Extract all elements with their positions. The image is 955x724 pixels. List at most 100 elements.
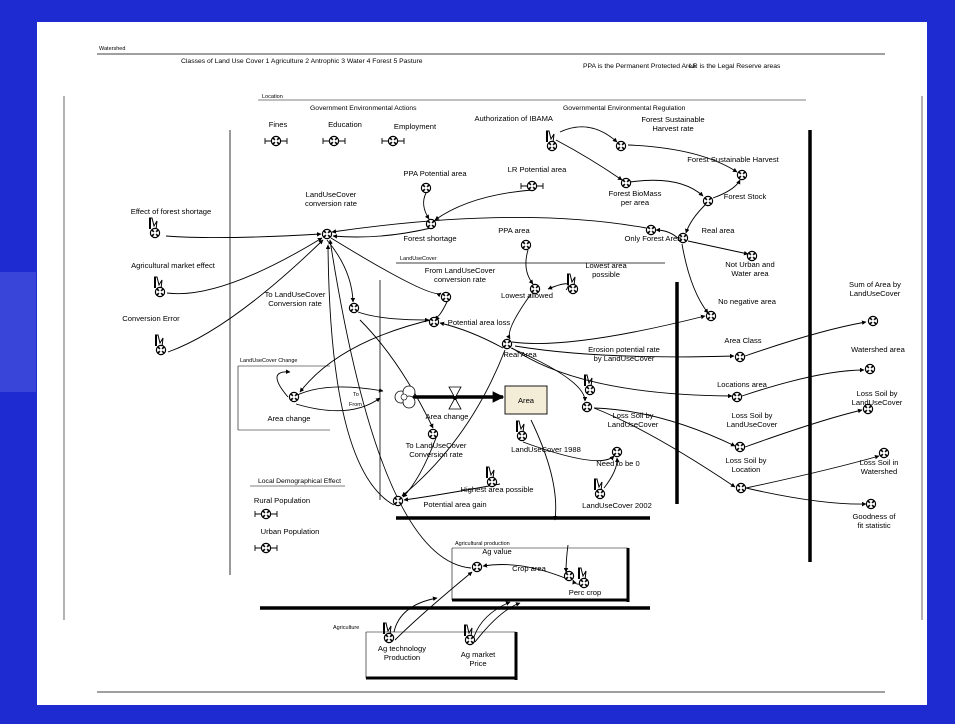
var-label-watershed-area: Watershed area [851,345,906,354]
var-node-education[interactable] [322,135,346,147]
diagram-page: Area Area change Watershed Location Land… [37,22,927,705]
note-classes: Classes of Land Use Cover 1 Agriculture … [181,58,423,65]
var-label-forest-stock: Forest Stock [724,192,767,201]
var-node-lowest-area-possible[interactable] [567,273,579,295]
var-node-watershed-area[interactable] [864,363,876,375]
var-label-perc-crop: Perc crop [569,588,602,597]
connector-32 [593,407,736,488]
var-label-authorization-ibama: Authorization of IBAMA [474,114,553,123]
var-label-real-area-2: Real Area [503,350,537,359]
connector-22 [357,311,430,323]
var-node-luc-conversion-rate[interactable] [321,228,333,240]
var-node-employment[interactable] [381,135,405,147]
var-node-only-forest-area[interactable] [645,224,657,236]
var-node-agricultural-market-effect[interactable] [154,276,166,298]
connector-12 [687,240,749,256]
var-node-effect-forest-shortage[interactable] [149,217,161,239]
var-node-authorization-ibama[interactable] [546,130,558,152]
stock-area[interactable] [504,385,548,415]
var-node-potential-area-gain[interactable] [392,495,404,507]
connector-9 [332,227,432,239]
var-node-to-luc-conversion-rate-b[interactable] [427,428,439,440]
var-node-goodness-of-fit[interactable] [865,498,877,510]
connector-2 [555,139,623,181]
var-node-urban-population[interactable] [254,542,278,554]
var-node-forest-stock[interactable] [702,195,714,207]
var-node-landusecover-1988[interactable] [516,420,528,442]
connector-5 [712,179,741,199]
var-node-loss-soil-by-location[interactable] [735,482,747,494]
sector-lines [63,53,923,693]
var-node-lr-potential-area[interactable] [520,180,544,192]
var-node-erosion-potential-rate[interactable] [584,374,596,396]
group-title-gov-actions: Government Environmental Actions [310,105,417,112]
var-node-no-negative-area[interactable] [705,310,717,322]
var-node-sum-area-luc[interactable] [867,315,879,327]
connector-15 [166,237,323,295]
var-label-ppa-potential-area: PPA Potential area [403,169,467,178]
connector-27 [510,347,588,402]
var-node-forest-sustainable-harvest[interactable] [736,169,748,181]
var-node-need-to-be-0[interactable] [611,446,623,458]
var-node-ag-technology-production[interactable] [383,622,395,644]
var-node-perc-crop[interactable] [578,567,590,589]
var-node-forest-sustainable-harvest-rate[interactable] [615,140,627,152]
connector-45 [295,397,381,412]
var-label-locations-area: Locations area [717,380,768,389]
var-node-loss-soil-by-luc[interactable] [581,401,593,413]
system-dynamics-diagram: Area Area change Watershed Location Land… [63,46,923,693]
var-node-to-luc-conversion-rate-a[interactable] [348,302,360,314]
connector-11 [434,189,533,221]
var-label-potential-area-gain: Potential area gain [423,500,486,509]
var-node-real-area-2[interactable] [501,338,513,350]
valve-icon[interactable] [448,386,462,410]
var-node-lowest-allowed[interactable] [529,283,541,295]
var-node-fines[interactable] [264,135,288,147]
var-node-ppa-potential-area[interactable] [420,182,432,194]
var-node-not-urban-water[interactable] [746,250,758,262]
flow-area-change-label: Area change [425,412,468,421]
stock-area-label: Area [518,396,535,405]
var-node-rural-population[interactable] [254,508,278,520]
var-node-loss-soil-by-luc-2[interactable] [734,441,746,453]
var-node-crop-area[interactable] [563,570,575,582]
var-label-real-area: Real area [702,226,736,235]
var-label-urban-population: Urban Population [261,527,320,536]
var-node-potential-area-loss[interactable] [428,316,440,328]
connector-51 [328,239,472,569]
thick-sector-bars [260,130,812,680]
connector-47 [325,244,395,506]
connector-49 [482,563,566,579]
var-label-crop-area: Crop area [512,564,547,573]
var-node-forest-biomass[interactable] [620,177,632,189]
var-node-conversion-error[interactable] [155,334,167,356]
var-node-forest-shortage[interactable] [425,218,437,230]
var-node-loss-soil-watershed[interactable] [878,447,890,459]
var-node-loss-soil-luc-right[interactable] [862,403,874,415]
var-node-locations-area[interactable] [731,391,743,403]
var-label-ag-value: Ag value [482,547,512,556]
connector-14 [165,231,322,239]
var-node-landusecover-2002[interactable] [594,478,606,500]
var-node-area-class[interactable] [734,351,746,363]
var-node-highest-area-possible[interactable] [486,466,498,488]
connector-6 [685,204,706,234]
var-node-ag-value[interactable] [471,561,483,573]
var-node-from-luc-conversion-rate[interactable] [440,291,452,303]
var-label-potential-area-loss: Potential area loss [448,318,511,327]
header-texts: Watershed Location LandUseCover LandUseC… [99,46,781,631]
var-node-area-change-conv[interactable] [288,391,300,403]
var-node-ppa-area[interactable] [520,239,532,251]
var-node-real-area[interactable] [677,232,689,244]
var-node-ag-market-price[interactable] [464,624,476,646]
